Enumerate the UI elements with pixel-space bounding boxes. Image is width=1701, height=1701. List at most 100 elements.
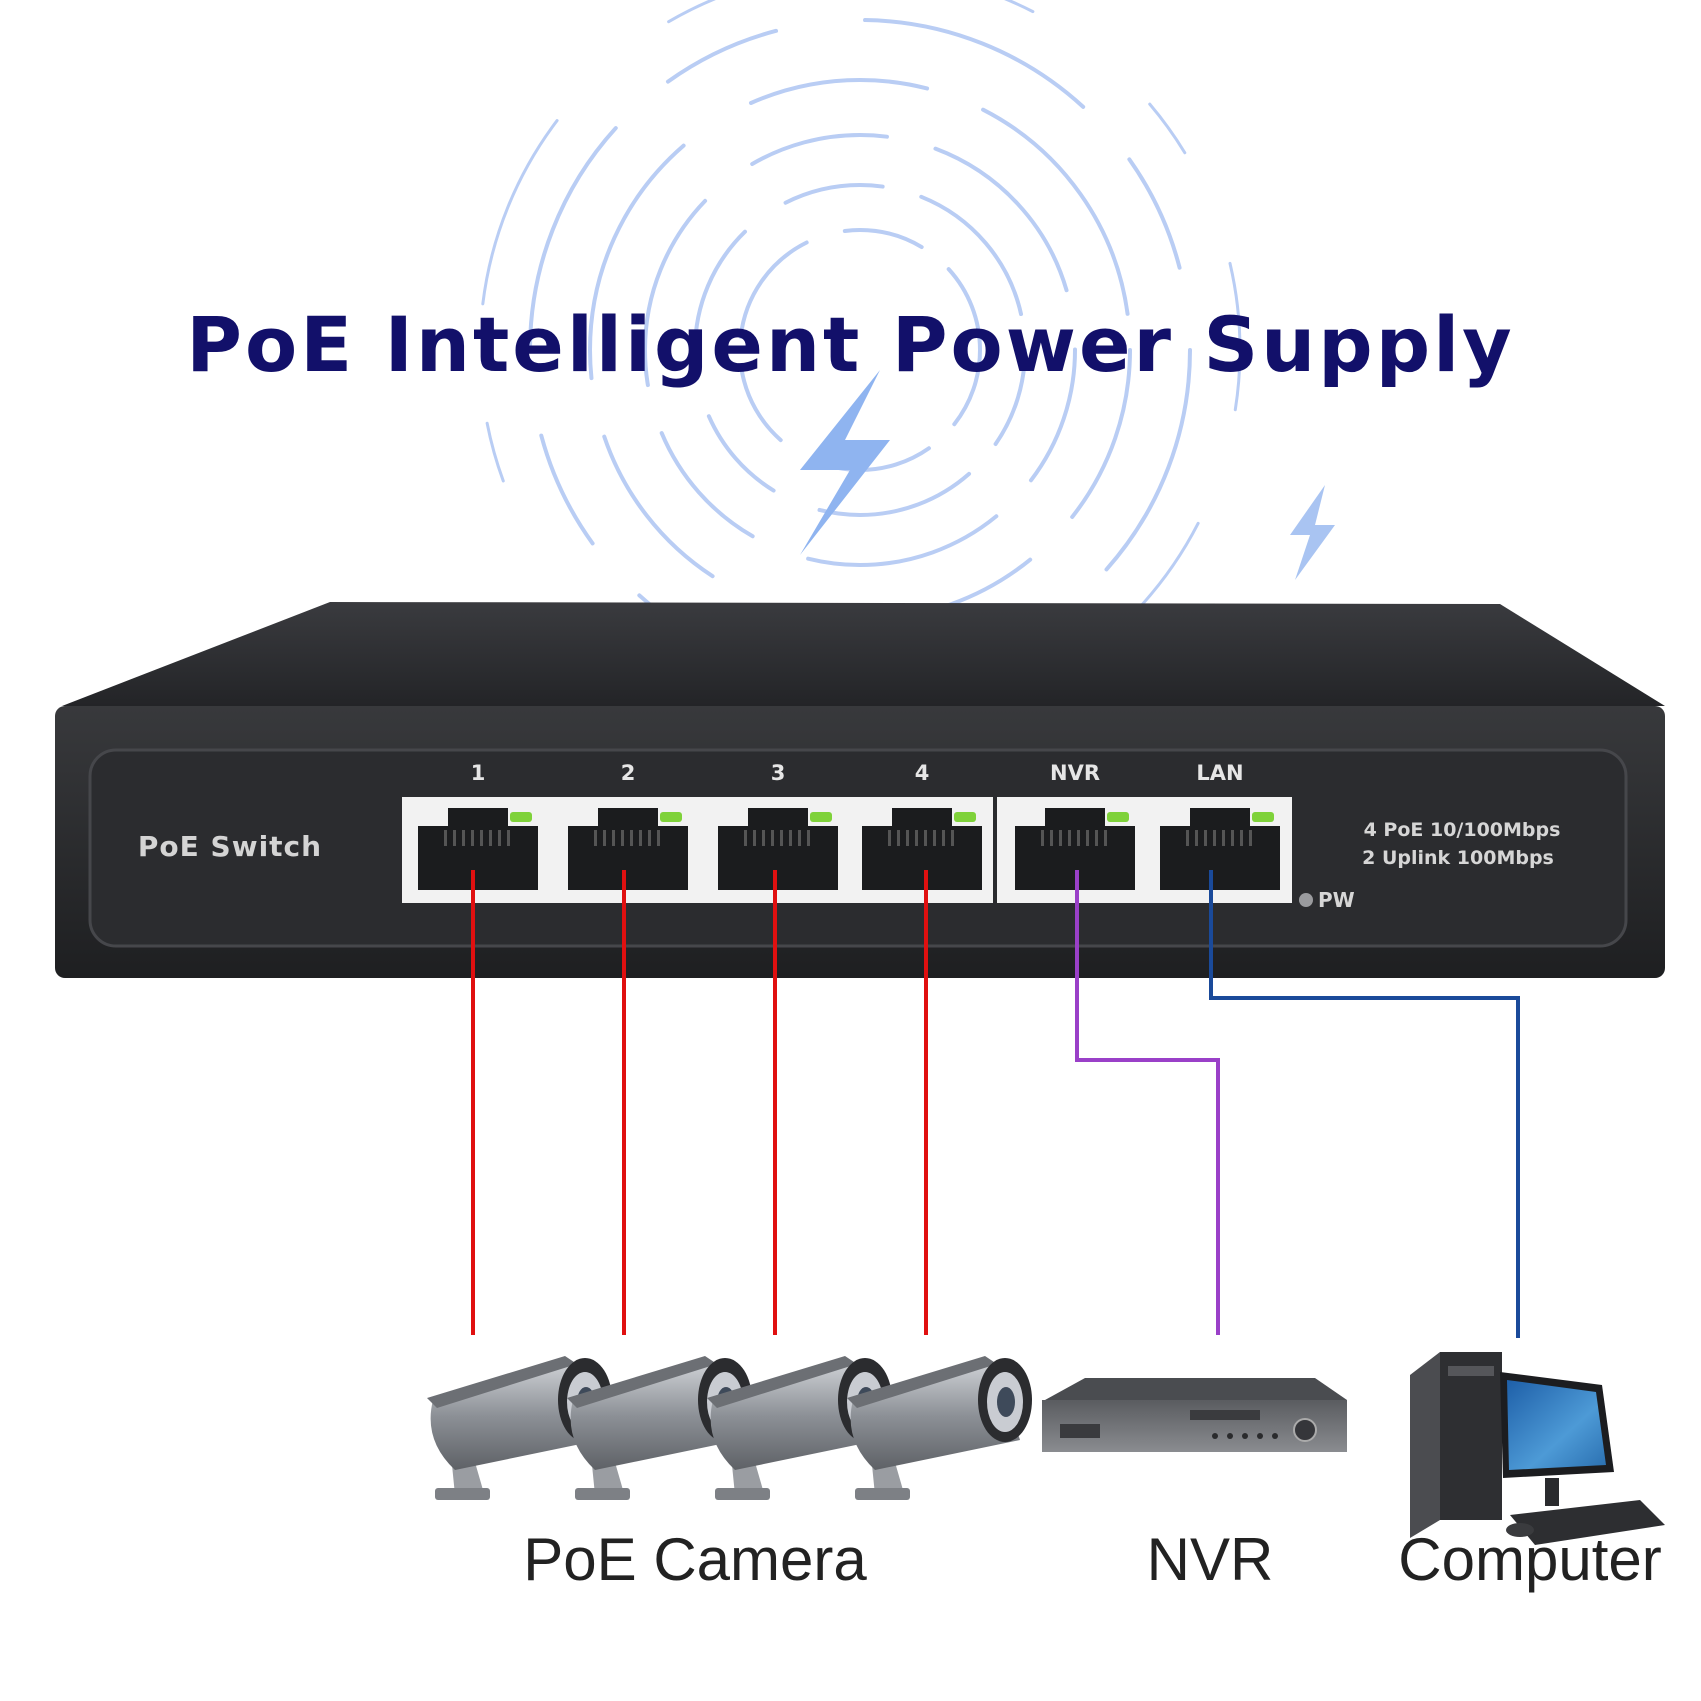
port-led [1107,812,1129,822]
port-pin [639,830,642,846]
port-pin [1222,830,1225,846]
port-pin [1077,830,1080,846]
nvr-top [1045,1378,1347,1400]
bullet-camera-icon [427,1356,612,1500]
port-pin [915,830,918,846]
port-led [810,812,832,822]
nvr-recorder-icon [1042,1378,1347,1452]
rj45-port-icon: 3 [718,761,838,890]
page-title: PoE Intelligent Power Supply [186,300,1515,389]
port-pin [1231,830,1234,846]
port-pin [1041,830,1044,846]
computer-label: Computer [1398,1526,1662,1593]
nvr-cable [1075,870,1220,1335]
spec-line-2: 2 Uplink 100Mbps [1362,847,1554,869]
port-pin [480,830,483,846]
rj45-port-icon: 2 [568,761,688,890]
port-pin [444,830,447,846]
port-pin [471,830,474,846]
desktop-computer-icon [1410,1352,1665,1545]
port-pin [771,830,774,846]
camera-label: PoE Camera [523,1526,867,1593]
nvr-bay [1060,1424,1100,1438]
port-pin [1086,830,1089,846]
computer-tower-side [1410,1352,1440,1538]
nvr-buttons [1212,1433,1278,1439]
port-pin [1204,830,1207,846]
port-pin [1240,830,1243,846]
nvr-display [1190,1410,1260,1420]
port-pin [462,830,465,846]
port-pin [888,830,891,846]
port-jack [862,808,982,890]
port-pin [507,830,510,846]
port-pin [1059,830,1062,846]
port-pin [789,830,792,846]
port-led [954,812,976,822]
port-pin [453,830,456,846]
port-pin [924,830,927,846]
port-pin [1050,830,1053,846]
port-pin [1186,830,1189,846]
port-pin [753,830,756,846]
port-pin [648,830,651,846]
port-pin [657,830,660,846]
port-label: LAN [1196,761,1243,785]
ports: 1 2 3 4 NVR LAN [418,761,1280,903]
port-pin [1095,830,1098,846]
port-pin [594,830,597,846]
rj45-port-icon: 1 [418,761,538,890]
port-jack [568,808,688,890]
port-pin [489,830,492,846]
power-indicator-label: PW [1318,888,1355,912]
monitor-screen [1507,1380,1606,1470]
port-pin [1068,830,1071,846]
port-pin [621,830,624,846]
keyboard [1510,1500,1665,1545]
port-pin [1195,830,1198,846]
port-label: 1 [471,761,486,785]
switch-top-panel [62,602,1665,706]
port-pin [780,830,783,846]
power-led [1299,893,1313,907]
poe-switch: 1 2 3 4 NVR LAN PoE Switch 4 PoE 10/100Mbps 2… [55,602,1665,978]
rj45-port-icon: NVR [1015,761,1135,890]
lan-cable [1209,870,1520,1338]
mouse [1506,1523,1534,1537]
port-pin [897,830,900,846]
lightning-bolt-icon [1290,485,1335,580]
port-led [660,812,682,822]
port-pin [1213,830,1216,846]
port-pin [807,830,810,846]
spec-line-1: 4 PoE 10/100Mbps [1364,819,1561,841]
port-pin [798,830,801,846]
lightning-bolt-icon [800,370,890,555]
port-led [1252,812,1274,822]
port-pin [951,830,954,846]
port-jack [418,808,538,890]
computer-tower [1440,1352,1502,1520]
computer-tower-slot [1448,1366,1494,1376]
port-pin [498,830,501,846]
port-pin [942,830,945,846]
bullet-camera-icon [847,1356,1032,1500]
port-frame [402,797,1292,903]
port-label: 4 [915,761,930,785]
port-pin [762,830,765,846]
port-pin [906,830,909,846]
port-pin [630,830,633,846]
monitor-stand [1545,1478,1559,1506]
nvr-label: NVR [1146,1526,1274,1593]
port-jack [1160,808,1280,890]
port-jack [1015,808,1135,890]
port-label: 2 [621,761,636,785]
port-pin [1104,830,1107,846]
port-label: 3 [771,761,786,785]
nvr-dial [1293,1418,1317,1442]
rj45-port-icon: 4 [862,761,982,890]
port-pin [603,830,606,846]
cables [471,870,1520,1338]
switch-brand-label: PoE Switch [138,830,322,863]
port-pin [933,830,936,846]
cameras [427,1356,1032,1500]
